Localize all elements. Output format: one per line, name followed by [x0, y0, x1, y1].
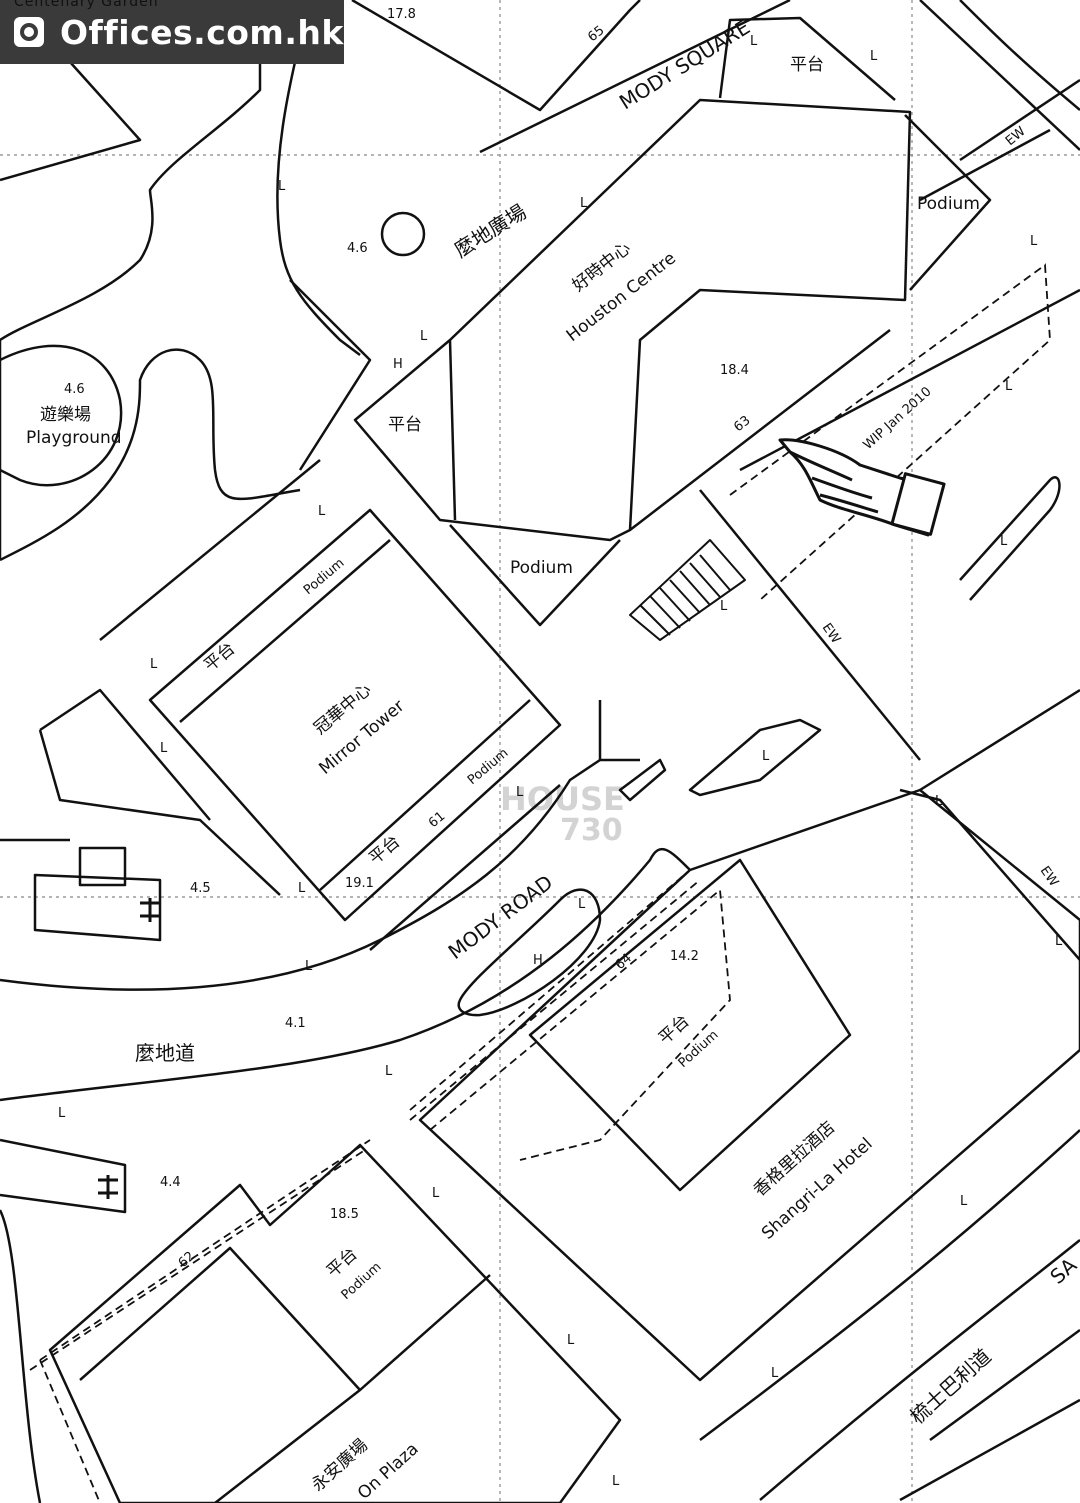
level-18-5: 18.5 [330, 1207, 359, 1222]
platform-3: 平台 [200, 639, 239, 676]
camera-icon [14, 17, 44, 47]
lamp-10: L [305, 959, 313, 974]
lamp-17: L [1030, 234, 1038, 249]
level-17-8: 17.8 [387, 7, 416, 22]
level-4-5: 4.5 [190, 881, 211, 896]
ew-2: EW [819, 621, 843, 647]
fountain [380, 211, 426, 257]
top-no: 65 [585, 23, 607, 45]
mody-square-en: MODY SQUARE [615, 15, 754, 114]
traffic-island-1 [688, 718, 822, 797]
lamp-6: L [160, 741, 168, 756]
lamp-14: L [567, 1333, 575, 1348]
salisbury-zh: 梳士巴利道 [905, 1344, 995, 1429]
mtr-icon-2 [98, 1175, 118, 1199]
level-labels: 17.8 4.6 4.6 18.4 19.1 4.5 4.1 14.2 4.4 … [64, 7, 749, 1222]
mody-road-zh: 麼地道 [135, 1041, 195, 1065]
onplaza-no: 62 [176, 1249, 198, 1271]
mody-square-zh: 麼地廣場 [450, 199, 531, 262]
level-19-1: 19.1 [345, 876, 374, 891]
lamp-12: L [58, 1106, 66, 1121]
lamp-21: L [935, 794, 943, 809]
area-labels: 遊樂場 Playground Podium Podium Podium Podi… [26, 55, 980, 1303]
block-top [351, 0, 641, 112]
road-diagonal-1 [699, 489, 921, 761]
footbridge-dashed [29, 263, 1051, 1503]
houston-no: 63 [731, 413, 753, 435]
shangri-la-outline [418, 788, 1080, 1382]
hydrant-1: H [393, 357, 403, 372]
lamp-11: L [385, 1064, 393, 1079]
watermark-line1: HOUSE [500, 780, 625, 818]
lamp-24: L [720, 599, 728, 614]
playground-en: Playground [26, 428, 122, 448]
lamp-7: L [516, 785, 524, 800]
houston-centre-outline [353, 98, 912, 542]
shangrila-no: 64 [613, 951, 635, 973]
level-4-6-a: 4.6 [347, 241, 368, 256]
lamp-25: L [612, 1474, 620, 1489]
salisbury-en-clip: SA [1045, 1253, 1080, 1289]
watermark: HOUSE 730 [500, 780, 625, 848]
platform-1: 平台 [790, 55, 824, 75]
mirror-tower-outline [148, 508, 562, 922]
platform-5: 平台 [655, 1011, 694, 1049]
lamp-4: L [318, 504, 326, 519]
playground-edge [0, 344, 123, 487]
lamp-20: L [1000, 534, 1008, 549]
lamp-5: L [150, 657, 158, 672]
on-plaza-tower [79, 1246, 362, 1503]
pointing-hand-icon [778, 438, 946, 537]
site-name: Offices.com.hk [60, 12, 344, 52]
road-edge-top [479, 0, 791, 154]
wip-note: WIP Jan 2010 [861, 384, 935, 453]
ew-3: EW [1037, 864, 1061, 890]
stairs [629, 539, 746, 641]
lamp-1: L [278, 179, 286, 194]
street-labels: MODY SQUARE 麼地廣場 MODY ROAD 麼地道 梳士巴利道 SA [135, 15, 1080, 1429]
lamp-3: L [420, 329, 428, 344]
playground-zh: 遊樂場 [40, 405, 91, 425]
level-18-4: 18.4 [720, 363, 749, 378]
watermark-line2: 730 [560, 813, 623, 848]
podium-1: Podium [917, 194, 980, 214]
lamp-15: L [771, 1366, 779, 1381]
mtr-icon-1 [140, 898, 160, 922]
lamp-16: L [960, 1194, 968, 1209]
lamp-8: L [762, 749, 770, 764]
lamp-18: L [870, 49, 878, 64]
on-plaza-outline [48, 1143, 622, 1503]
level-4-4: 4.4 [160, 1175, 181, 1190]
lamp-26: L [578, 897, 586, 912]
platform-4: 平台 [365, 832, 404, 869]
shangri-la-podium [528, 858, 852, 1192]
mody-road-edge-south [0, 848, 691, 1102]
lamp-13: L [432, 1186, 440, 1201]
lamp-19: L [750, 34, 758, 49]
level-4-1: 4.1 [285, 1016, 306, 1031]
clipped-garden-label: Centenary Garden [14, 0, 159, 10]
lamp-22: L [1055, 934, 1063, 949]
lamp-2: L [580, 196, 588, 211]
hydrant-2: H [533, 953, 543, 968]
platform-2: 平台 [388, 415, 422, 435]
lamp-23: L [1005, 379, 1013, 394]
podium-2: Podium [510, 558, 573, 578]
site-logo[interactable]: Centenary Garden Offices.com.hk [0, 0, 344, 64]
traffic-island-3 [457, 888, 602, 1017]
level-4-6-b: 4.6 [64, 382, 85, 397]
traffic-island-2 [618, 758, 667, 802]
lamp-9: L [298, 881, 306, 896]
level-14-2: 14.2 [670, 949, 699, 964]
mody-road-edge-north [0, 758, 601, 991]
